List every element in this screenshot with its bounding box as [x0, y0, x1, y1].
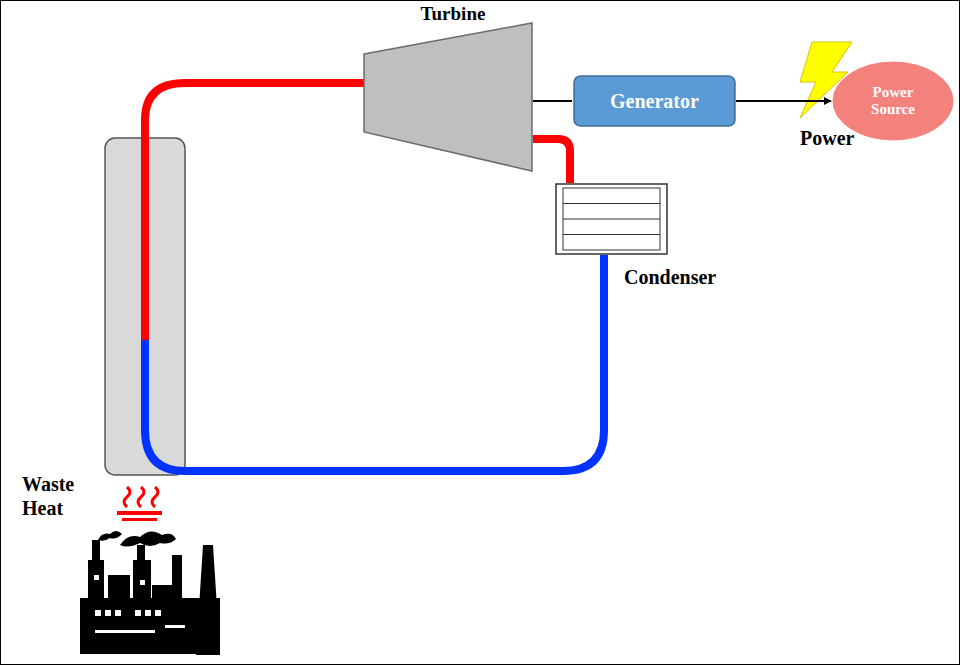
factory-icon: [80, 531, 220, 655]
heat-waves: [124, 487, 158, 507]
generator-box: Generator: [573, 75, 736, 127]
turbine: Turbine: [363, 22, 533, 172]
heat-bar: [117, 511, 162, 515]
node-text: Power Source: [858, 84, 928, 119]
cold-pipe: [145, 255, 604, 471]
hot-pipe: [145, 83, 365, 395]
node-outline: [363, 22, 533, 172]
heat-bar: [122, 518, 157, 521]
factory-windows: [94, 575, 185, 633]
node-text: Generator: [573, 90, 736, 113]
power-label: Power: [800, 126, 880, 150]
shaft-connector: [736, 100, 831, 102]
pipe-connector: [533, 139, 570, 183]
node-outline: [555, 183, 668, 255]
waste-heat-label: Waste Heat: [22, 472, 92, 520]
node-text: Condenser: [624, 266, 716, 289]
node-text: Turbine: [363, 3, 533, 25]
shaft-connector: [533, 100, 572, 102]
condenser: Condenser: [555, 183, 668, 255]
